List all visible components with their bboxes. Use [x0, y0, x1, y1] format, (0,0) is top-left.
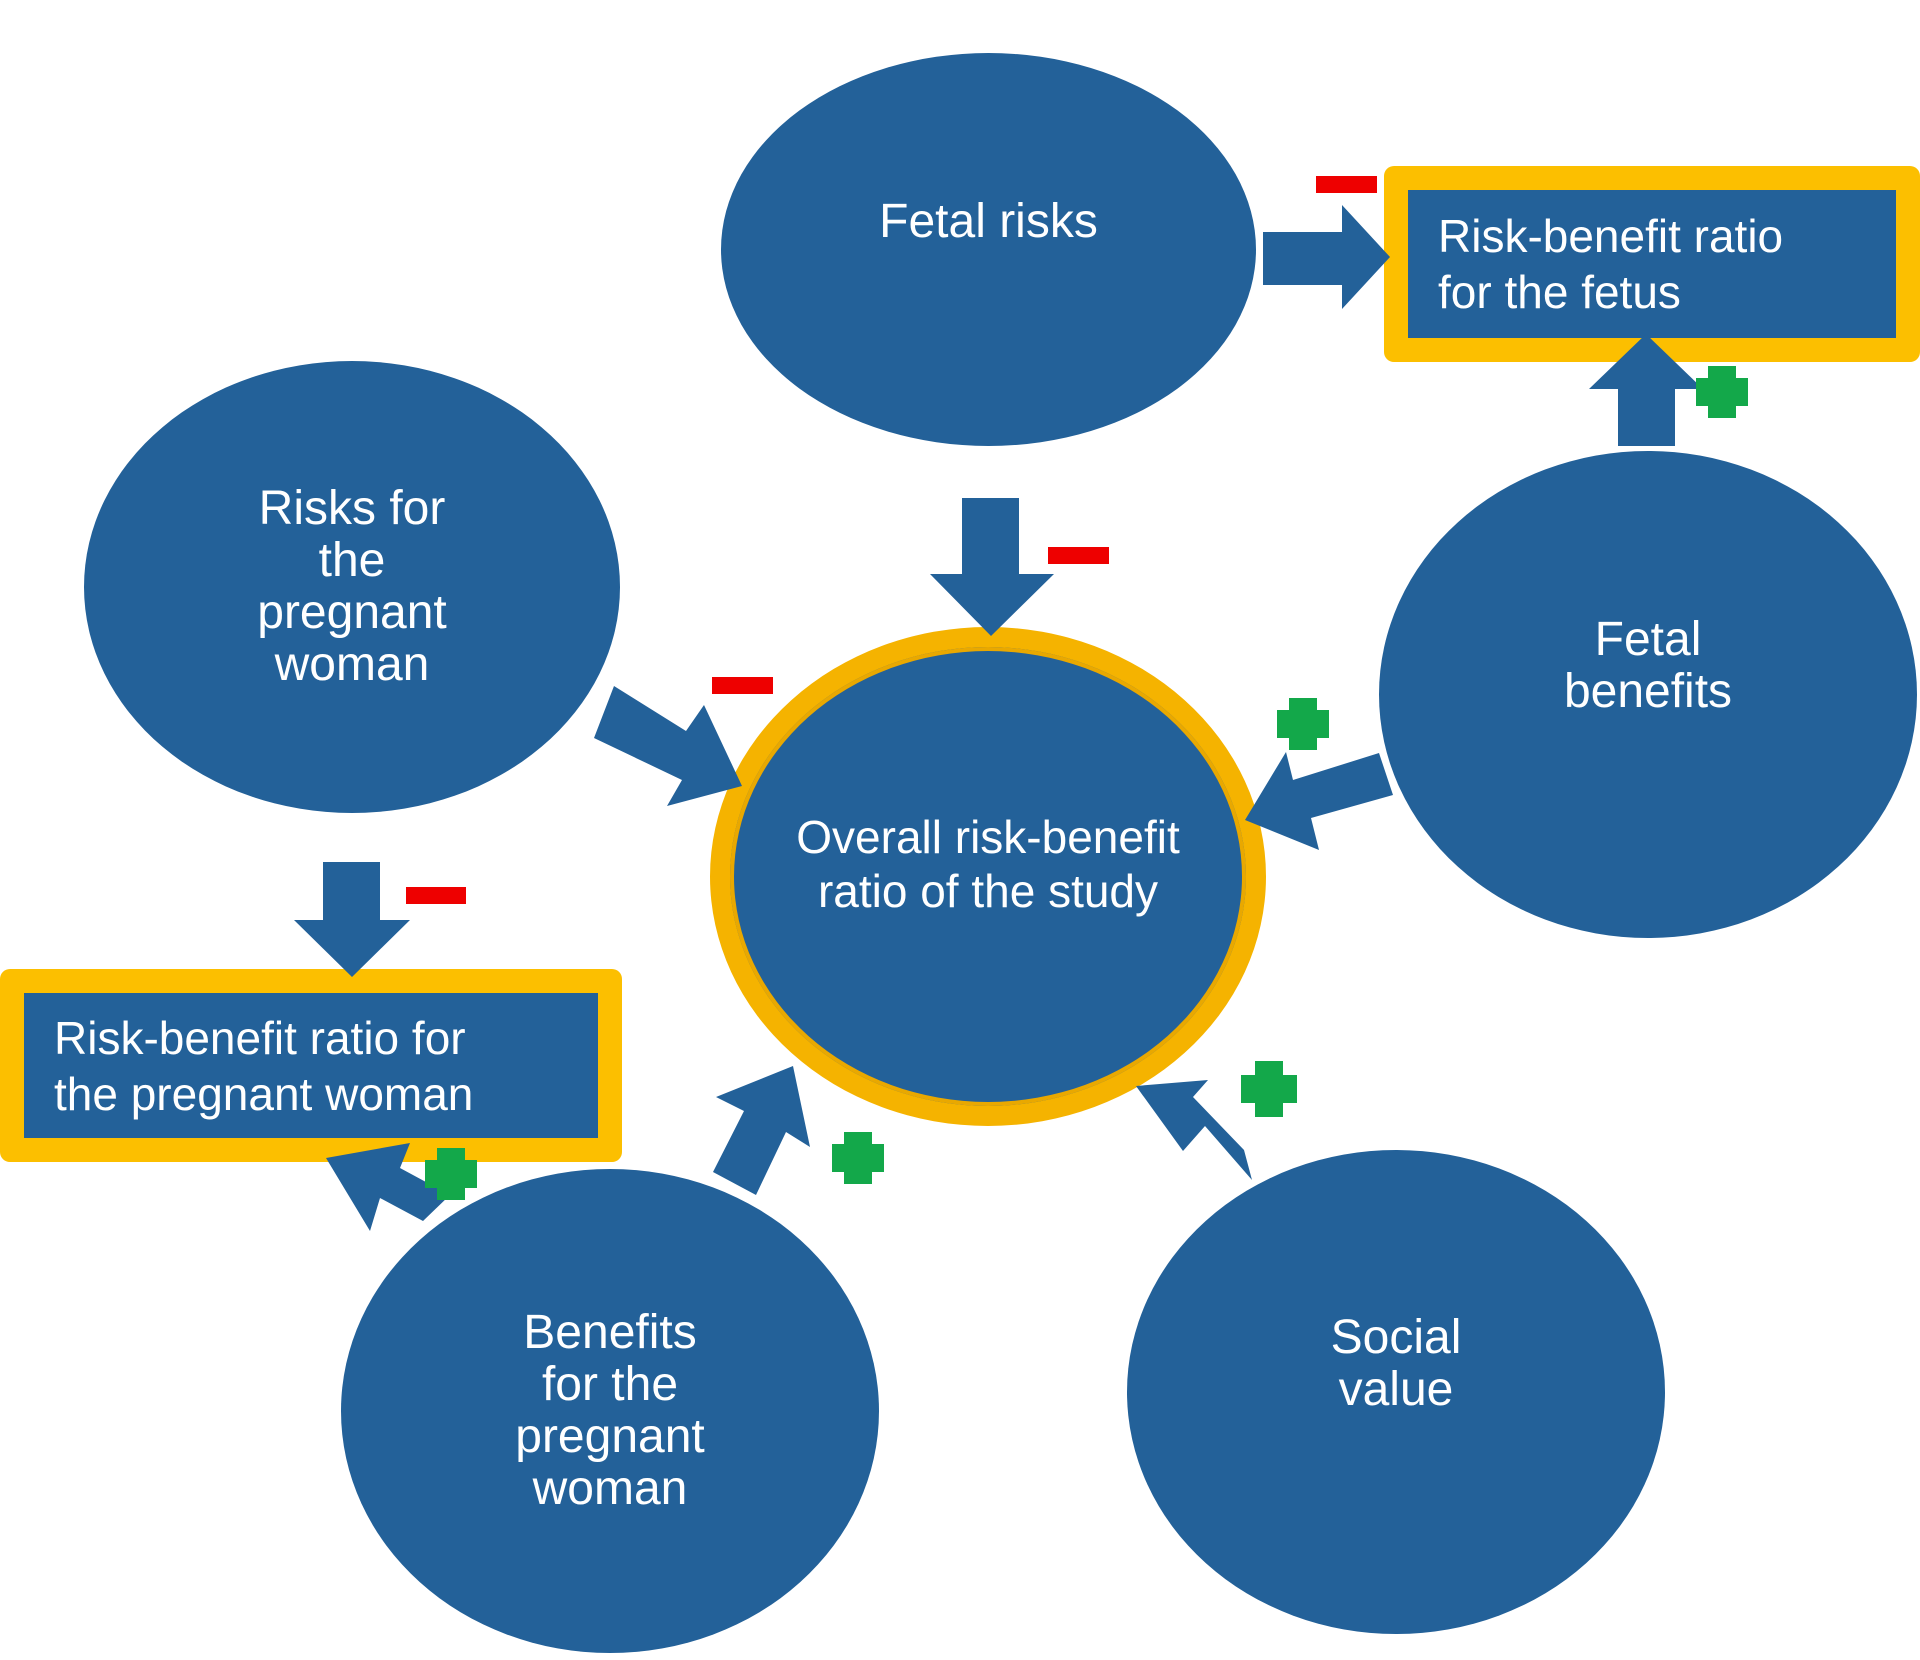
minus-sign-risks-woman-to-overall — [712, 677, 773, 694]
arrow-benefits-woman-to-ratio-woman — [326, 1143, 450, 1231]
box-ratio-pregnant-woman-label: Risk-benefit ratio for the pregnant woma… — [54, 1011, 474, 1120]
node-fetal-risks-label: Fetal risks — [879, 195, 1098, 248]
arrow-fetal-risks-to-overall — [930, 498, 1054, 636]
node-overall-ratio-label: Overall risk-benefit ratio of the study — [796, 811, 1180, 917]
node-benefits-pregnant-woman-label: Benefits for the pregnant woman — [515, 1306, 705, 1515]
box-ratio-fetus-label: Risk-benefit ratio for the fetus — [1438, 210, 1784, 318]
node-fetal-benefits-label: Fetal benefits — [1563, 613, 1733, 718]
arrow-fetal-risks-to-ratio-fetus — [1263, 205, 1390, 309]
node-fetal-benefits: Fetal benefits — [1379, 451, 1917, 938]
arrow-social-value-to-overall — [1136, 1080, 1252, 1180]
arrow-fetal-benefits-to-ratio-fetus — [1589, 334, 1703, 446]
arrow-risks-woman-to-overall — [594, 686, 742, 806]
plus-sign-benefits-woman-to-overall — [832, 1132, 884, 1184]
box-ratio-fetus: Risk-benefit ratio for the fetus — [1384, 166, 1920, 362]
arrow-risks-woman-to-ratio-woman — [294, 862, 410, 977]
plus-sign-fetal-benefits-to-overall — [1277, 698, 1329, 750]
node-risks-pregnant-woman: Risks for the pregnant woman — [84, 361, 620, 813]
plus-sign-fetal-benefits-to-ratio-fetus — [1696, 366, 1748, 418]
node-social-value: Social value — [1127, 1150, 1665, 1634]
minus-sign-fetal-risks-to-ratio-fetus — [1316, 176, 1377, 193]
node-social-value-label: Social value — [1330, 1311, 1462, 1416]
minus-sign-fetal-risks-to-overall — [1048, 547, 1109, 564]
minus-sign-risks-woman-to-ratio-woman — [406, 887, 466, 904]
node-risks-pregnant-woman-label: Risks for the pregnant woman — [257, 482, 447, 691]
plus-sign-social-value-to-overall — [1241, 1061, 1297, 1117]
arrow-benefits-woman-to-overall — [713, 1066, 810, 1195]
node-benefits-pregnant-woman: Benefits for the pregnant woman — [341, 1169, 879, 1653]
arrow-fetal-benefits-to-overall — [1245, 752, 1393, 850]
plus-sign-benefits-woman-to-ratio-woman — [425, 1148, 477, 1200]
node-fetal-risks: Fetal risks — [721, 53, 1256, 446]
box-ratio-pregnant-woman: Risk-benefit ratio for the pregnant woma… — [0, 969, 622, 1162]
